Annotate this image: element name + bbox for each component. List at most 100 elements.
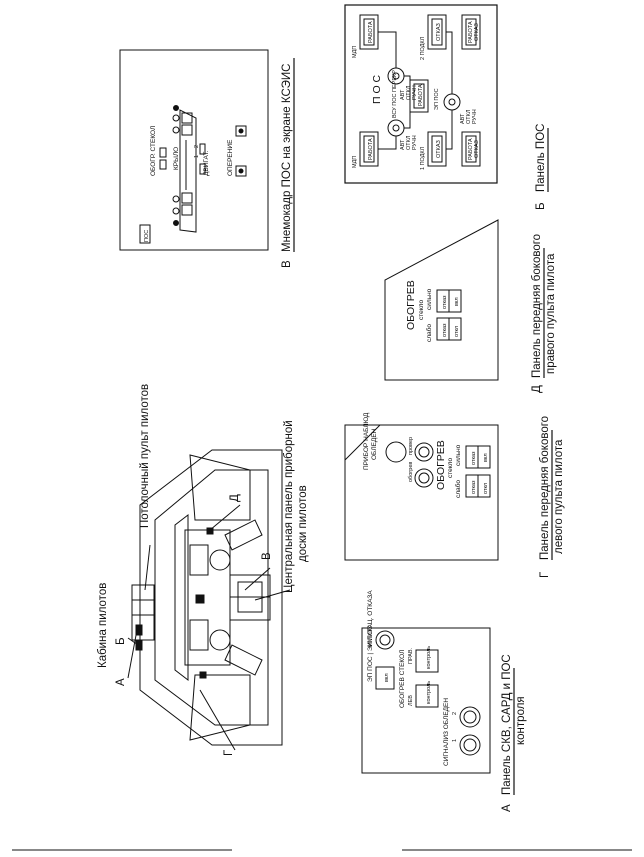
panel-a-letter: А — [501, 804, 513, 812]
panel-b-bottom-left-button[interactable] — [461, 131, 481, 167]
panel-d-glass: стекло — [418, 299, 425, 320]
panel-v-glass-heat: ОБОГР. СТЕКОЛ — [150, 126, 157, 176]
panel-b-title: П О С — [371, 74, 383, 104]
center-panel-label-1: Центральная панель приборной — [283, 420, 295, 593]
panel-b-mode-ruchn-1: РУЧН — [412, 135, 418, 150]
panel-a-icing-knob-1[interactable] — [459, 734, 481, 756]
panel-b-otkaz-left-label: ОТКАЗ — [436, 140, 442, 158]
panel-v-pos-box: ПОС — [144, 230, 150, 242]
panel-b-bottom-right-work: РАБОТА — [468, 21, 474, 43]
panel-b-otkaz-right-label: ОТКАЗ — [436, 23, 442, 41]
panel-a-kontrol-left-button[interactable] — [415, 684, 439, 708]
panel-a-imit-knob[interactable] — [375, 630, 395, 650]
panel-a-caption-1: Панель СКВ, САРД и ПОС — [501, 654, 513, 795]
panel-a-icing-num-2: 2 — [452, 712, 458, 715]
panel-a-kontrol-right-label: контроль — [426, 646, 432, 669]
panel-g-switch-right: провер — [408, 437, 414, 455]
marker-g: Г — [223, 749, 235, 756]
panel-b-mode-avt-2: АВТ — [400, 89, 406, 100]
panel-g-switch-right-knob[interactable] — [414, 442, 434, 462]
panel-b-letter: Б — [535, 202, 547, 210]
cockpit-title: Кабина пилотов — [97, 583, 109, 668]
panel-b-vsu-work: РАБОТА — [418, 84, 424, 106]
panel-d: Д Панель передняя бокового правого пульт… — [384, 219, 557, 393]
panel-g-switch-left: обогрев — [408, 462, 414, 482]
panel-v-caption: Мнемокадр ПОС на экране КСЭИС — [281, 64, 293, 252]
panel-g-weak: слабо — [454, 480, 462, 498]
panel-a-icing-knob-2[interactable] — [459, 706, 481, 728]
panel-g-caption-1: Панель передняя бокового — [539, 416, 551, 560]
panel-b-channel-1: 1 ПОДКЛ — [420, 146, 426, 170]
panel-d-caption-2: правого пульта пилота — [545, 253, 557, 374]
panel-b-mdp-1: МДП — [352, 156, 358, 168]
panel-v-wing: КРЫЛО — [173, 147, 180, 170]
panel-b-knob-left[interactable] — [387, 119, 405, 137]
panel-d-strong: сильно — [426, 288, 433, 310]
cockpit-overview: Кабина пилотов Потолочный пульт пилотов … — [97, 384, 309, 756]
panel-g-device-sub: ОБЛЕДЕН — [371, 428, 378, 460]
panel-v-letter: В — [281, 260, 293, 268]
panel-b-ep-pos-knob[interactable] — [443, 93, 461, 111]
panel-b-mdp-2: МДП — [352, 46, 358, 58]
panel-g: Г Панель передняя бокового левого пульта… — [344, 412, 565, 578]
panel-v-engine: ДВИГАТ. — [203, 150, 210, 176]
panel-b-bottom-right-fail: ОТКАЗ — [474, 23, 480, 41]
panel-g-switch-left-knob[interactable] — [414, 468, 434, 488]
panel-b-vsu-label: ВСУ ПОС ПЕРЕКР — [392, 70, 398, 118]
panel-g-caption-2: левого пульта пилота — [553, 439, 565, 554]
panel-b-bottom-left-work: РАБОТА — [468, 138, 474, 160]
panel-b-mode-otkl-2: ОТКЛ — [406, 85, 412, 100]
panel-a-glass-heat-title: ОБОГРЕВ СТЕКОЛ — [399, 650, 406, 708]
panel-g-strong-vkl: вкл — [483, 453, 489, 462]
panel-b: Б Панель ПОС П О С МДП РАБОТА МДП РАБОТА… — [344, 4, 549, 210]
panel-v-engine-1: 1 — [194, 155, 200, 158]
panel-g-device-knob[interactable] — [385, 441, 407, 463]
panel-d-strong-vkl: вкл — [454, 297, 460, 306]
panel-g-glass: стекло — [447, 457, 454, 478]
panel-d-heat-title: ОБОГРЕВ — [405, 280, 417, 330]
panel-a-vkl-label: вкл — [384, 673, 390, 682]
panel-a-vkl-button[interactable] — [375, 666, 395, 690]
panel-v: В Мнемокадр ПОС на экране КСЭИС ПОС ОБОГ… — [119, 49, 295, 268]
panel-b-bottom-right-button[interactable] — [461, 14, 481, 50]
panel-b-work-left-label: РАБОТА — [368, 138, 374, 160]
panel-b-mode-avt-1: АВТ — [400, 139, 406, 150]
panel-b-mode-otkl-1: ОТКЛ — [406, 135, 412, 150]
panel-b-ep-pos: ЭП ПОС — [434, 88, 440, 110]
panel-b-vsu-button[interactable] — [409, 79, 429, 113]
panel-a-icing-num-1: 1 — [452, 739, 458, 742]
panel-a-glass-left: ЛЕВ — [408, 695, 414, 706]
panel-d-weak-otkaz: отказ — [442, 323, 448, 337]
panel-a-top-label-1: ЭП ПОС | ЭИ ПОС — [367, 625, 374, 682]
marker-d: Д — [229, 494, 241, 502]
marker-a: А — [115, 678, 127, 686]
panel-v-tail: ОПЕРЕНИЕ — [227, 139, 234, 176]
panel-b-channel-2: 2 ПОДКЛ — [420, 36, 426, 60]
panel-g-device-title: ПРИБОР НАБЛЮД — [363, 412, 370, 470]
panel-g-strong: сильно — [455, 444, 462, 466]
panel-b-mode-ruchn-2: РУЧН — [412, 85, 418, 100]
marker-v: В — [261, 552, 273, 560]
panel-d-caption-1: Панель передняя бокового — [531, 234, 543, 378]
panel-d-weak: слабо — [425, 324, 433, 342]
panel-g-weak-otkaz: отказ — [471, 480, 477, 494]
panel-d-weak-otkl: откл — [454, 326, 460, 337]
panel-b-work-right-label: РАБОТА — [368, 21, 374, 43]
panel-g-strong-otkaz: отказ — [471, 451, 477, 465]
panel-b-caption: Панель ПОС — [535, 124, 547, 192]
panel-b-mode-avt-3: АВТ — [460, 113, 466, 124]
panel-a-kontrol-left-label: контроль — [426, 681, 432, 704]
marker-b: Б — [115, 637, 127, 645]
panel-a-kontrol-right-button[interactable] — [415, 649, 439, 673]
panel-a-icing-signal: СИГНАЛИЗ ОБЛЕДЕН — [443, 698, 450, 766]
panel-b-mode-otkl-3: ОТКЛ — [466, 109, 472, 124]
center-panel-label-2: доски пилотов — [297, 485, 309, 562]
panel-a-caption-2: контроля — [515, 696, 527, 745]
panel-b-bottom-left-fail: ОТКАЗ — [474, 140, 480, 158]
panel-v-engine-2: 2 — [194, 145, 200, 148]
panel-g-weak-otkl: откл — [483, 483, 489, 494]
panel-a-glass-right: ПРАВ. — [408, 647, 414, 664]
panel-d-letter: Д — [531, 385, 543, 393]
overhead-label: Потолочный пульт пилотов — [139, 384, 151, 528]
